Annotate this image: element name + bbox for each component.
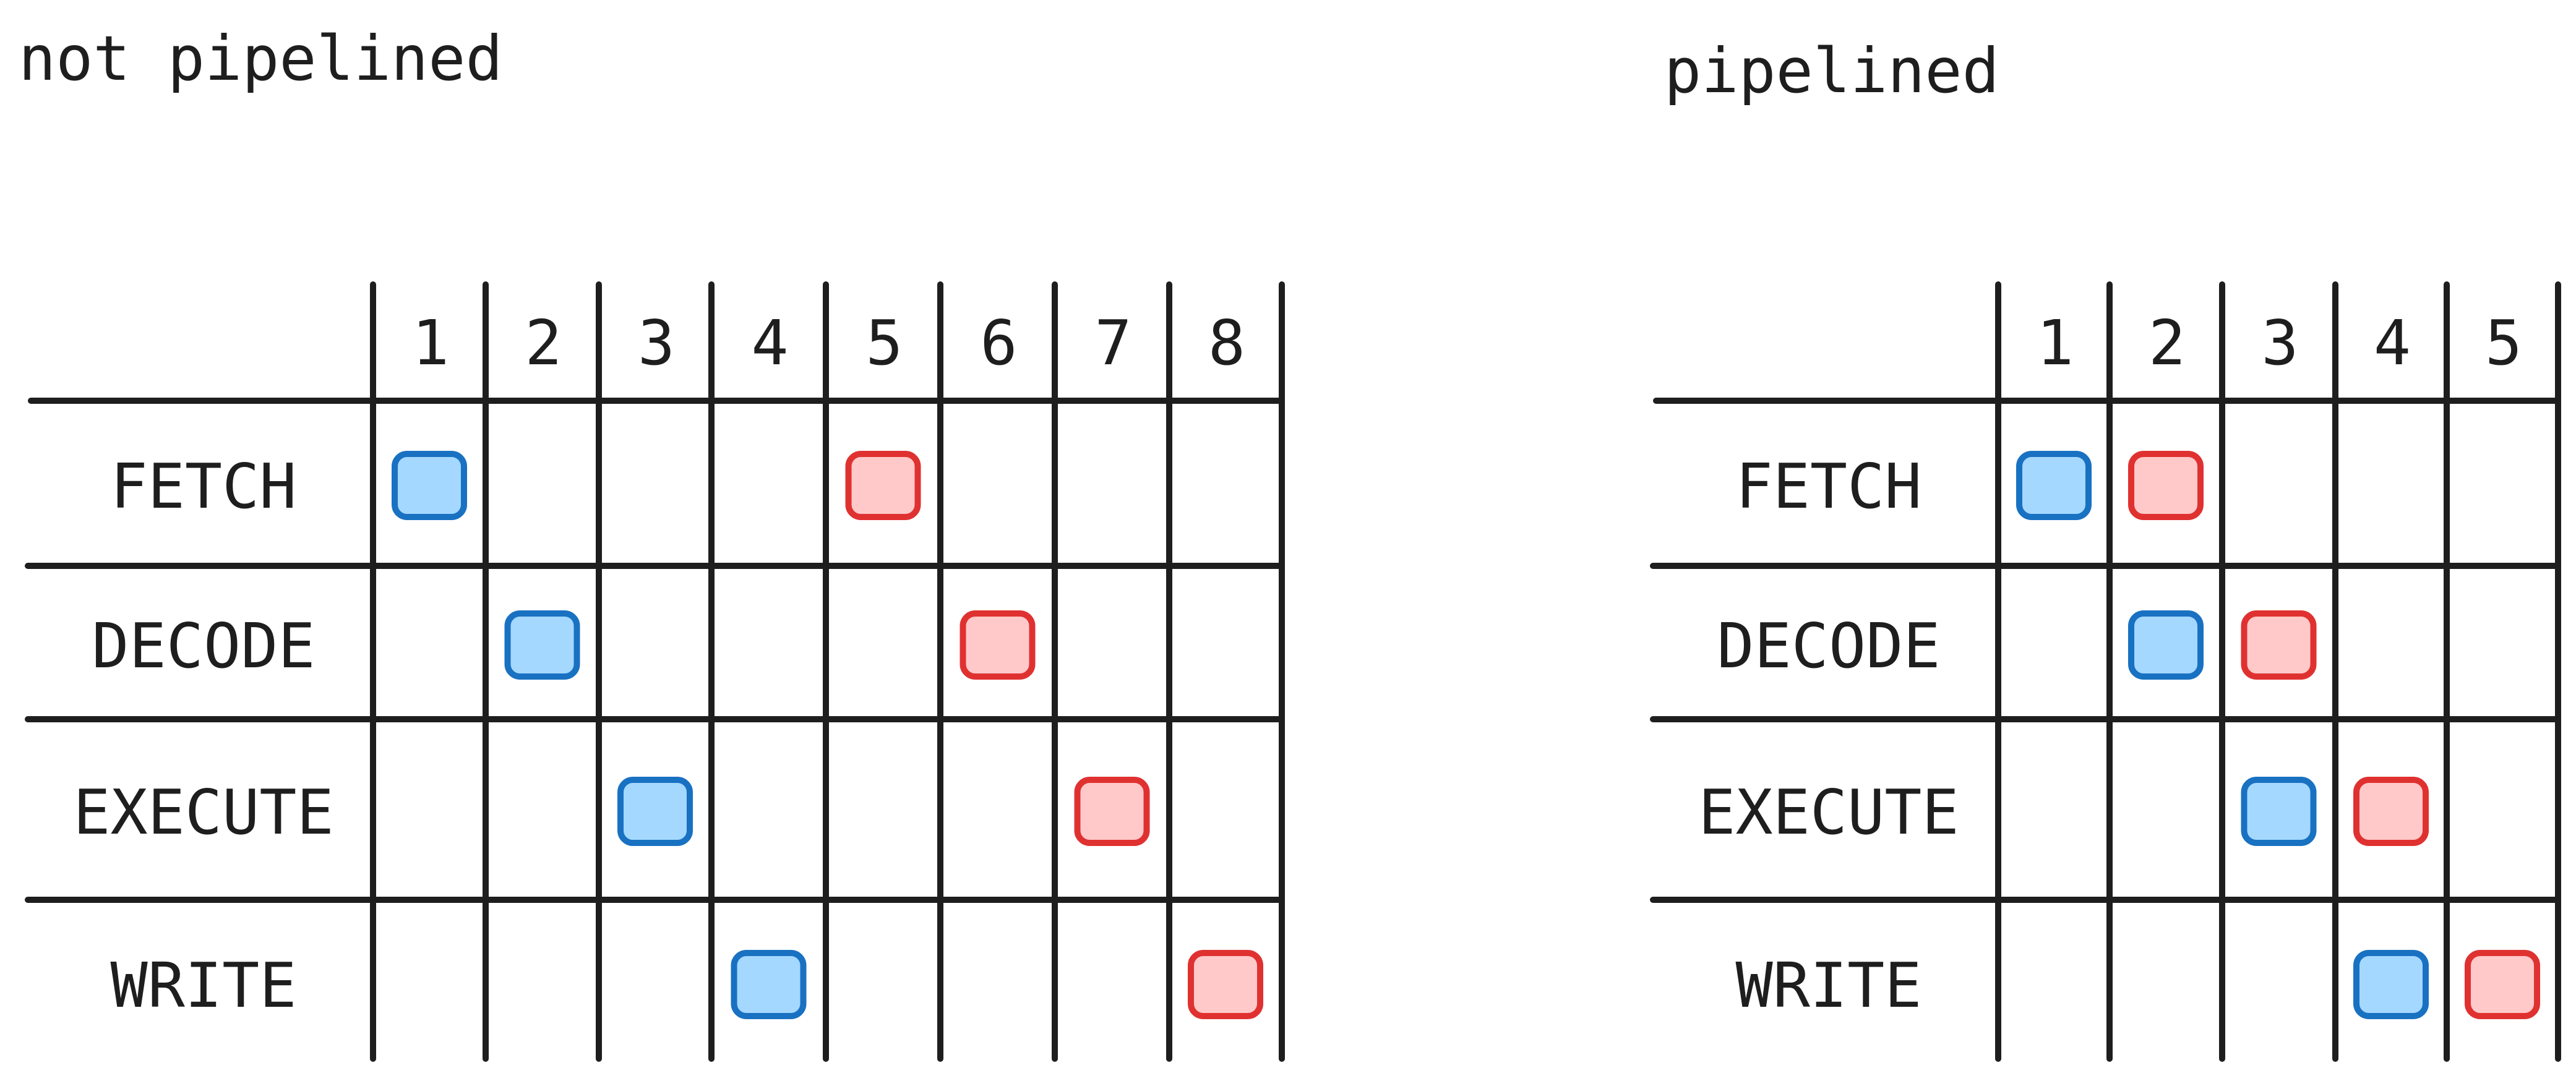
pipelined-blue-instruction-box [2016, 451, 2092, 520]
pipelined-stage-label: EXECUTE [1698, 776, 1959, 848]
pipelined-stage-label: DECODE [1717, 610, 1940, 682]
not-pipelined-stage-label: FETCH [110, 450, 296, 523]
pipelined-stage-label: FETCH [1735, 450, 1921, 523]
not-pipelined-cycle-label: 2 [525, 307, 562, 379]
pipelined-red-instruction-box [2241, 610, 2317, 680]
not-pipelined-cycle-label: 8 [1208, 307, 1245, 379]
not-pipelined-stage-label: DECODE [92, 610, 315, 682]
pipelined-red-instruction-box [2465, 950, 2540, 1019]
not-pipelined-red-instruction-box [1074, 777, 1150, 846]
pipelined-cycle-label: 1 [2037, 307, 2074, 379]
pipelined-stage-label: WRITE [1735, 949, 1921, 1022]
pipelined-blue-instruction-box [2241, 777, 2317, 846]
not-pipelined-red-instruction-box [845, 451, 921, 520]
not-pipelined-blue-instruction-box [617, 777, 693, 846]
not-pipelined-stage-label: EXECUTE [73, 776, 333, 848]
pipelined-cycle-label: 5 [2485, 307, 2522, 379]
pipelined-cycle-label: 3 [2261, 307, 2298, 379]
not-pipelined-blue-instruction-box [731, 950, 807, 1019]
not-pipelined-red-instruction-box [1188, 950, 1263, 1019]
not-pipelined-cycle-label: 7 [1094, 307, 1131, 379]
pipelined-red-instruction-box [2353, 777, 2429, 846]
pipelined-cycle-label: 2 [2149, 307, 2186, 379]
not-pipelined-cycle-label: 5 [865, 307, 903, 379]
not-pipelined-cycle-label: 4 [751, 307, 788, 379]
not-pipelined-cycle-label: 3 [638, 307, 675, 379]
pipelined-cycle-label: 4 [2374, 307, 2411, 379]
title-pipelined: pipelined [1664, 35, 1999, 107]
not-pipelined-blue-instruction-box [392, 451, 467, 520]
pipelined-blue-instruction-box [2128, 610, 2204, 680]
pipelined-red-instruction-box [2128, 451, 2204, 520]
not-pipelined-blue-instruction-box [504, 610, 580, 680]
not-pipelined-red-instruction-box [960, 610, 1036, 680]
not-pipelined-stage-label: WRITE [110, 949, 296, 1022]
not-pipelined-cycle-label: 1 [412, 307, 449, 379]
title-not-pipelined: not pipelined [19, 22, 503, 95]
not-pipelined-cycle-label: 6 [980, 307, 1017, 379]
pipelined-blue-instruction-box [2353, 950, 2429, 1019]
